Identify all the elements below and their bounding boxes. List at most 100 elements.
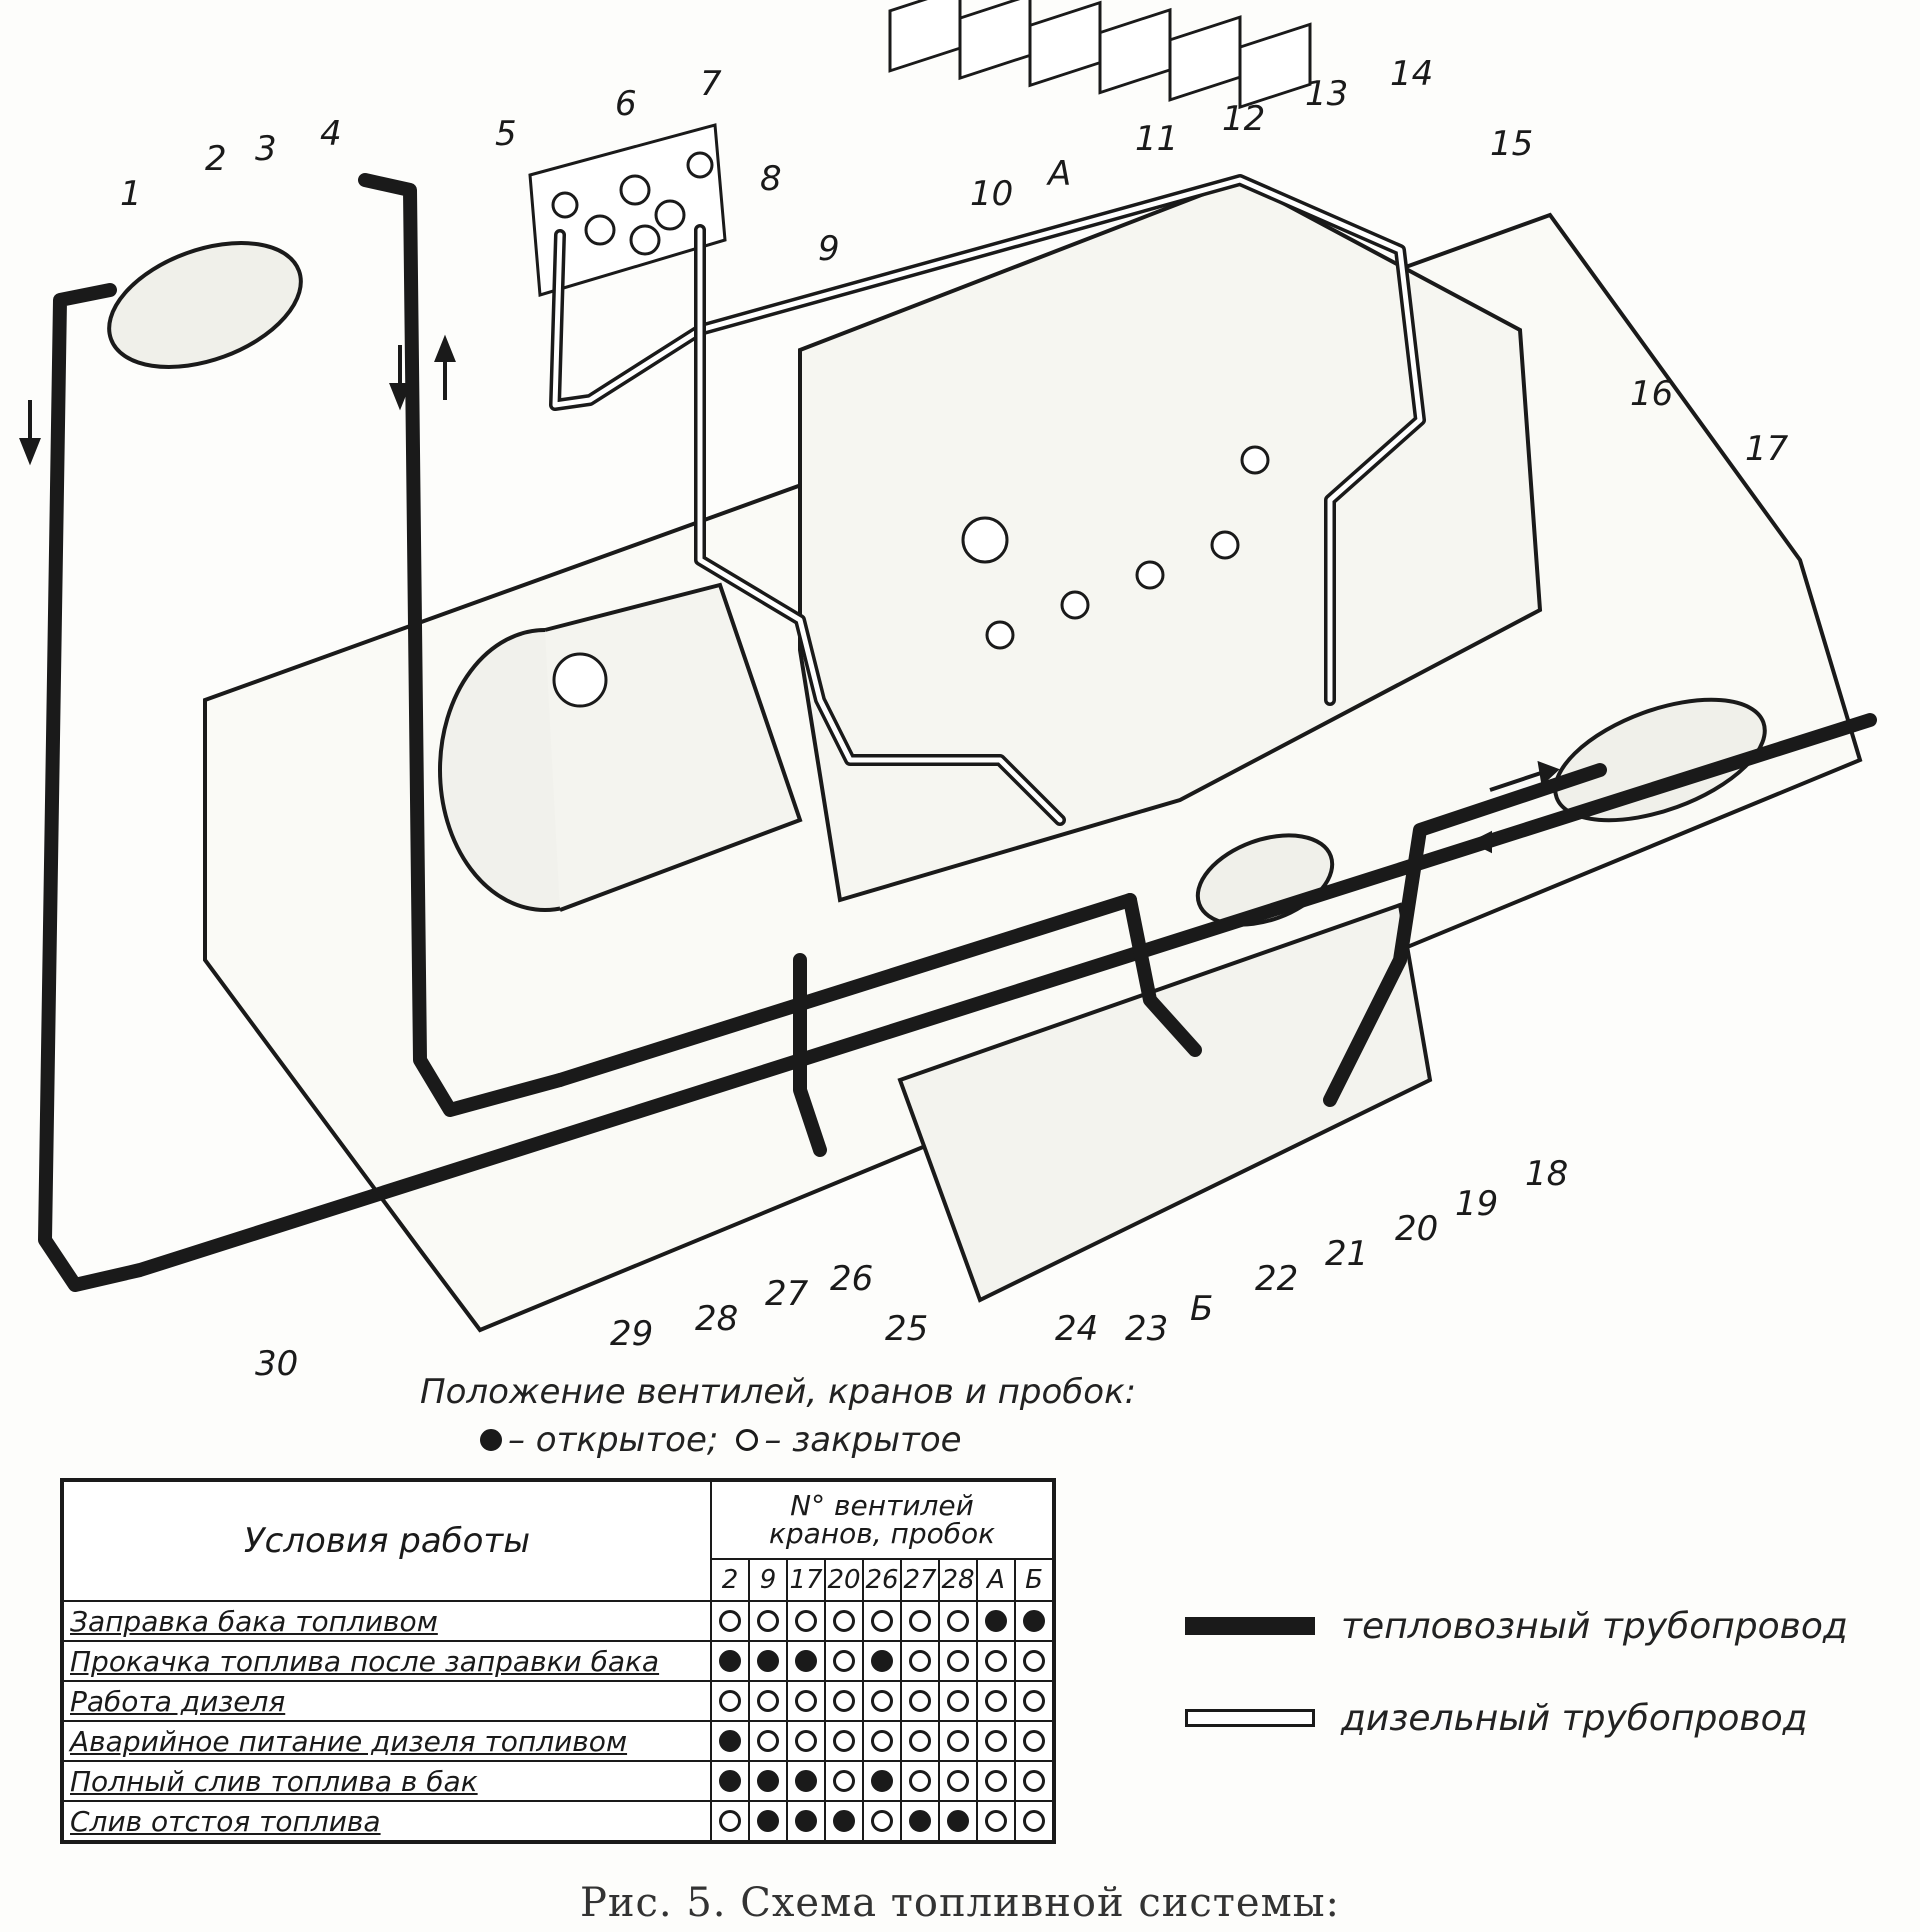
legend-row-thick: тепловозный трубопровод bbox=[1185, 1580, 1848, 1672]
callout-29: 29 bbox=[610, 1314, 653, 1354]
callout-3: 3 bbox=[255, 129, 277, 169]
open-state-icon bbox=[757, 1770, 779, 1792]
closed-state-icon bbox=[909, 1730, 931, 1752]
open-state-icon bbox=[947, 1810, 969, 1832]
closed-state-icon bbox=[947, 1610, 969, 1632]
condition-cell: Прокачка топлива после заправки бака bbox=[61, 1640, 712, 1682]
callout-10: 10 bbox=[970, 174, 1013, 214]
table-row: Полный слив топлива в бак bbox=[61, 1760, 1055, 1802]
open-state-icon bbox=[795, 1770, 817, 1792]
state-cell bbox=[824, 1800, 864, 1843]
state-cell bbox=[710, 1760, 750, 1802]
column-header: 2 bbox=[710, 1558, 750, 1602]
closed-state-icon bbox=[909, 1690, 931, 1712]
open-state-icon bbox=[757, 1650, 779, 1672]
state-cell bbox=[786, 1720, 826, 1762]
callout-labels: 1 2 3 4 5 6 7 8 9 10 А 11 12 13 14 15 16… bbox=[120, 54, 1789, 1380]
column-header: 27 bbox=[900, 1558, 940, 1602]
valve-panel bbox=[528, 123, 727, 297]
state-cell bbox=[938, 1800, 978, 1843]
state-cell bbox=[1014, 1720, 1055, 1762]
callout-9: 9 bbox=[818, 229, 840, 269]
callout-13: 13 bbox=[1305, 74, 1348, 114]
callout-20: 20 bbox=[1395, 1209, 1438, 1249]
state-cell bbox=[938, 1640, 978, 1682]
condition-cell: Заправка бака топливом bbox=[61, 1600, 712, 1642]
state-cell bbox=[938, 1720, 978, 1762]
closed-state-icon bbox=[1023, 1810, 1045, 1832]
closed-state-icon bbox=[909, 1650, 931, 1672]
engine-ports bbox=[961, 445, 1270, 650]
closed-state-icon bbox=[871, 1690, 893, 1712]
open-state-icon bbox=[833, 1810, 855, 1832]
closed-state-icon bbox=[985, 1690, 1007, 1712]
closed-state-icon bbox=[719, 1690, 741, 1712]
column-header: 9 bbox=[748, 1558, 788, 1602]
locomotive-pipeline bbox=[38, 173, 1877, 1292]
open-state-icon bbox=[1023, 1610, 1045, 1632]
state-cell bbox=[748, 1720, 788, 1762]
state-cell bbox=[1014, 1800, 1055, 1843]
closed-state-icon bbox=[985, 1770, 1007, 1792]
condition-header: Условия работы bbox=[61, 1479, 712, 1602]
open-state-icon bbox=[871, 1650, 893, 1672]
closed-state-icon bbox=[757, 1610, 779, 1632]
closed-state-icon bbox=[757, 1690, 779, 1712]
open-state-icon bbox=[719, 1770, 741, 1792]
column-header: 26 bbox=[862, 1558, 902, 1602]
state-cell bbox=[1014, 1640, 1055, 1682]
table-row: Слив отстоя топлива bbox=[61, 1800, 1055, 1843]
closed-state-icon bbox=[871, 1610, 893, 1632]
state-cell bbox=[786, 1760, 826, 1802]
fuel-tank bbox=[897, 902, 1433, 1303]
thick-line-swatch bbox=[1185, 1617, 1315, 1635]
callout-21: 21 bbox=[1325, 1234, 1368, 1274]
callout-12: 12 bbox=[1222, 99, 1265, 139]
condition-cell: Слив отстоя топлива bbox=[61, 1800, 712, 1843]
callout-4: 4 bbox=[320, 114, 342, 154]
state-cell bbox=[1014, 1600, 1055, 1642]
generator-hub bbox=[552, 652, 608, 708]
callout-30: 30 bbox=[255, 1344, 298, 1380]
open-state-icon bbox=[719, 1730, 741, 1752]
open-state-icon bbox=[909, 1810, 931, 1832]
numbers-header-line1: N° вентилей bbox=[790, 1489, 974, 1522]
state-cell bbox=[748, 1640, 788, 1682]
callout-2: 2 bbox=[205, 139, 227, 179]
flow-arrows bbox=[19, 334, 1560, 854]
callout-26: 26 bbox=[830, 1259, 873, 1299]
table-row: Заправка бака топливом bbox=[61, 1600, 1055, 1642]
closed-state-icon bbox=[947, 1690, 969, 1712]
closed-state-icon bbox=[909, 1770, 931, 1792]
state-cell bbox=[862, 1800, 902, 1843]
state-cell bbox=[824, 1600, 864, 1642]
callout-5: 5 bbox=[495, 114, 517, 154]
condition-cell: Работа дизеля bbox=[61, 1680, 712, 1722]
closed-label: – закрытое bbox=[764, 1420, 962, 1460]
state-cell bbox=[710, 1680, 750, 1722]
callout-8: 8 bbox=[760, 159, 782, 199]
closed-state-icon bbox=[1023, 1770, 1045, 1792]
column-header: 17 bbox=[786, 1558, 826, 1602]
open-state-icon bbox=[795, 1810, 817, 1832]
state-cell bbox=[710, 1640, 750, 1682]
legend-row-hollow: дизельный трубопровод bbox=[1185, 1672, 1848, 1764]
numbers-header-line2: кранов, пробок bbox=[768, 1517, 996, 1550]
state-cell bbox=[786, 1600, 826, 1642]
generator-body bbox=[544, 582, 803, 912]
state-cell bbox=[976, 1800, 1016, 1843]
valve-positions-key: – открытое; – закрытое bbox=[480, 1420, 962, 1460]
closed-state-icon bbox=[947, 1730, 969, 1752]
open-dot-icon bbox=[480, 1429, 502, 1451]
callout-B: Б bbox=[1190, 1289, 1213, 1329]
closed-state-icon bbox=[833, 1690, 855, 1712]
valve-state-table: Условия работы N° вентилей кранов, пробо… bbox=[60, 1478, 1056, 1844]
state-cell bbox=[900, 1600, 940, 1642]
state-cell bbox=[786, 1640, 826, 1682]
state-cell bbox=[976, 1760, 1016, 1802]
valve-positions-title: Положение вентилей, кранов и пробок: bbox=[420, 1372, 1137, 1412]
column-header: Б bbox=[1014, 1558, 1055, 1602]
